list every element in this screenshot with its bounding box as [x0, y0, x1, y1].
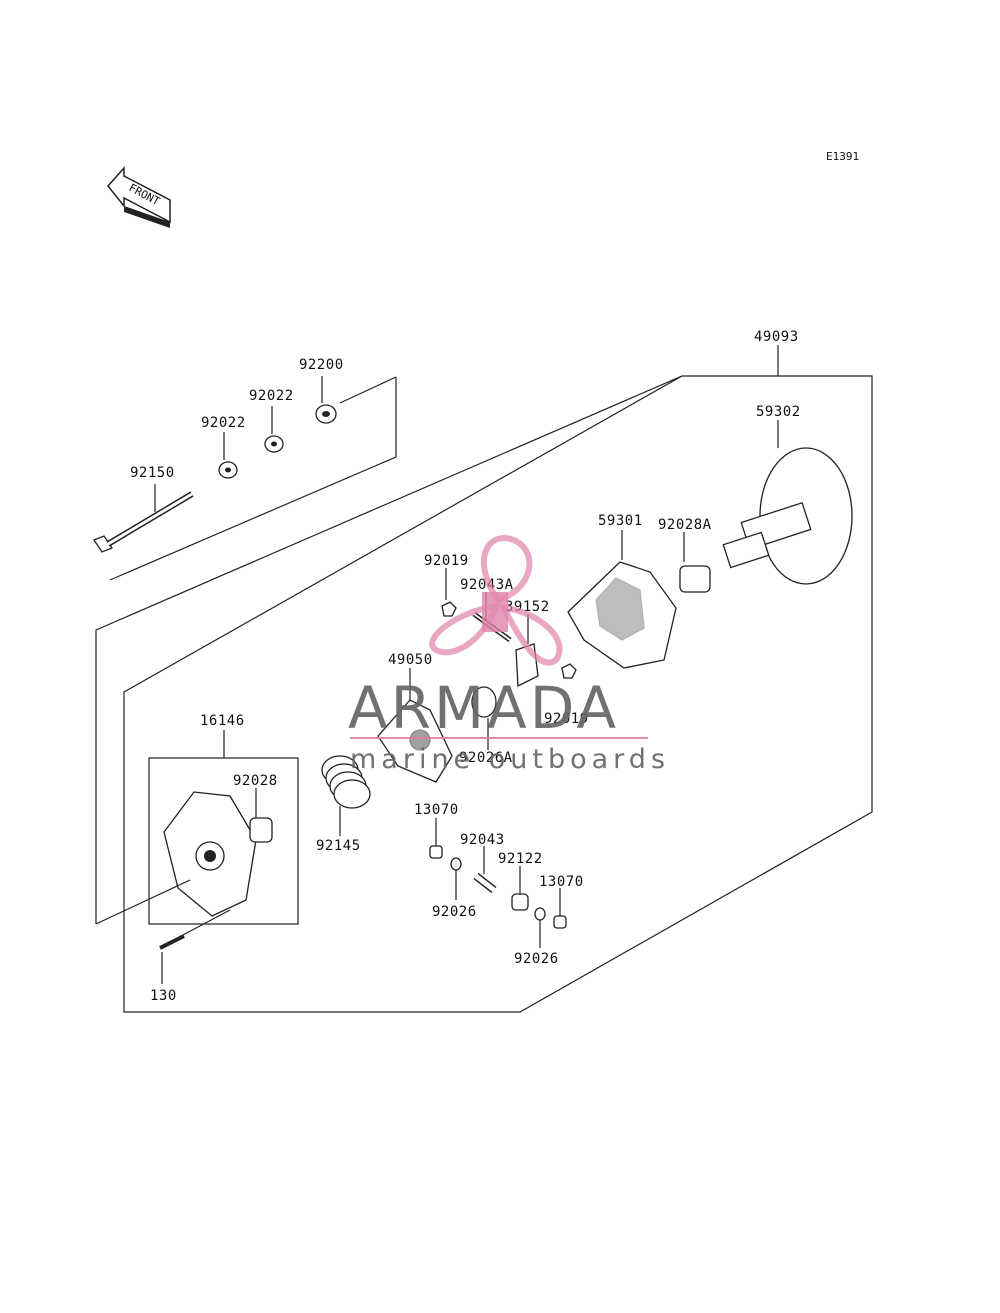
label-59301: 59301 — [598, 513, 643, 529]
label-92028: 92028 — [233, 773, 278, 789]
bushing-92028-icon — [249, 788, 273, 843]
nut-92019b-icon — [561, 663, 577, 679]
nut-92019a-icon — [441, 568, 457, 617]
label-92019a: 92019 — [424, 553, 469, 569]
label-92150: 92150 — [130, 465, 175, 481]
label-13070b: 13070 — [539, 874, 584, 890]
label-92122: 92122 — [498, 851, 543, 867]
sheave-59302-icon — [722, 420, 853, 585]
propeller-logo-icon — [429, 535, 563, 666]
bushing-92028A-icon — [679, 532, 711, 593]
sheave-59301-icon — [567, 530, 677, 669]
assembly-outline-49093 — [95, 375, 873, 1013]
diagram-code: E1391 — [826, 150, 859, 163]
label-13070a: 13070 — [414, 802, 459, 818]
pin-92043-icon — [473, 846, 497, 894]
label-92022a: 92022 — [249, 388, 294, 404]
bolt-92150-icon — [93, 484, 194, 553]
label-49050: 49050 — [388, 652, 433, 668]
washer-92026b-icon — [534, 907, 546, 948]
washer-92026A-icon — [471, 686, 497, 750]
cover-16146-icon — [163, 791, 257, 917]
label-16146: 16146 — [200, 713, 245, 729]
washer-92026a-icon — [450, 857, 462, 900]
label-49093: 49093 — [754, 329, 799, 345]
washer-92022b-icon — [264, 406, 284, 453]
label-92022b: 92022 — [201, 415, 246, 431]
label-92026b: 92026 — [514, 951, 559, 967]
spider-49050-icon — [377, 668, 453, 783]
washer-92200-icon — [315, 376, 337, 424]
watermark-title: ARMADA — [348, 674, 619, 742]
label-92026a: 92026 — [432, 904, 477, 920]
bolt-130-icon — [159, 934, 185, 984]
front-arrow-icon: FRONT — [107, 166, 171, 228]
cap-13070a-icon — [429, 818, 443, 859]
watermark-subtitle: marine outboards — [350, 744, 670, 775]
label-59302: 59302 — [756, 404, 801, 420]
spring-92145-icon — [321, 755, 371, 836]
label-92019b: 92019 — [544, 711, 589, 727]
watermark: ARMADA marine outboards — [348, 535, 670, 775]
bolt-group-outline — [109, 377, 397, 581]
label-92145: 92145 — [316, 838, 361, 854]
label-92043: 92043 — [460, 832, 505, 848]
label-130: 130 — [150, 988, 177, 1004]
label-92028A: 92028A — [658, 517, 712, 533]
washer-92022a-icon — [218, 432, 238, 479]
label-92200: 92200 — [299, 357, 344, 373]
cap-13070b-icon — [553, 888, 567, 929]
label-92026A: 92026A — [459, 750, 513, 766]
roller-92122-icon — [511, 866, 529, 911]
